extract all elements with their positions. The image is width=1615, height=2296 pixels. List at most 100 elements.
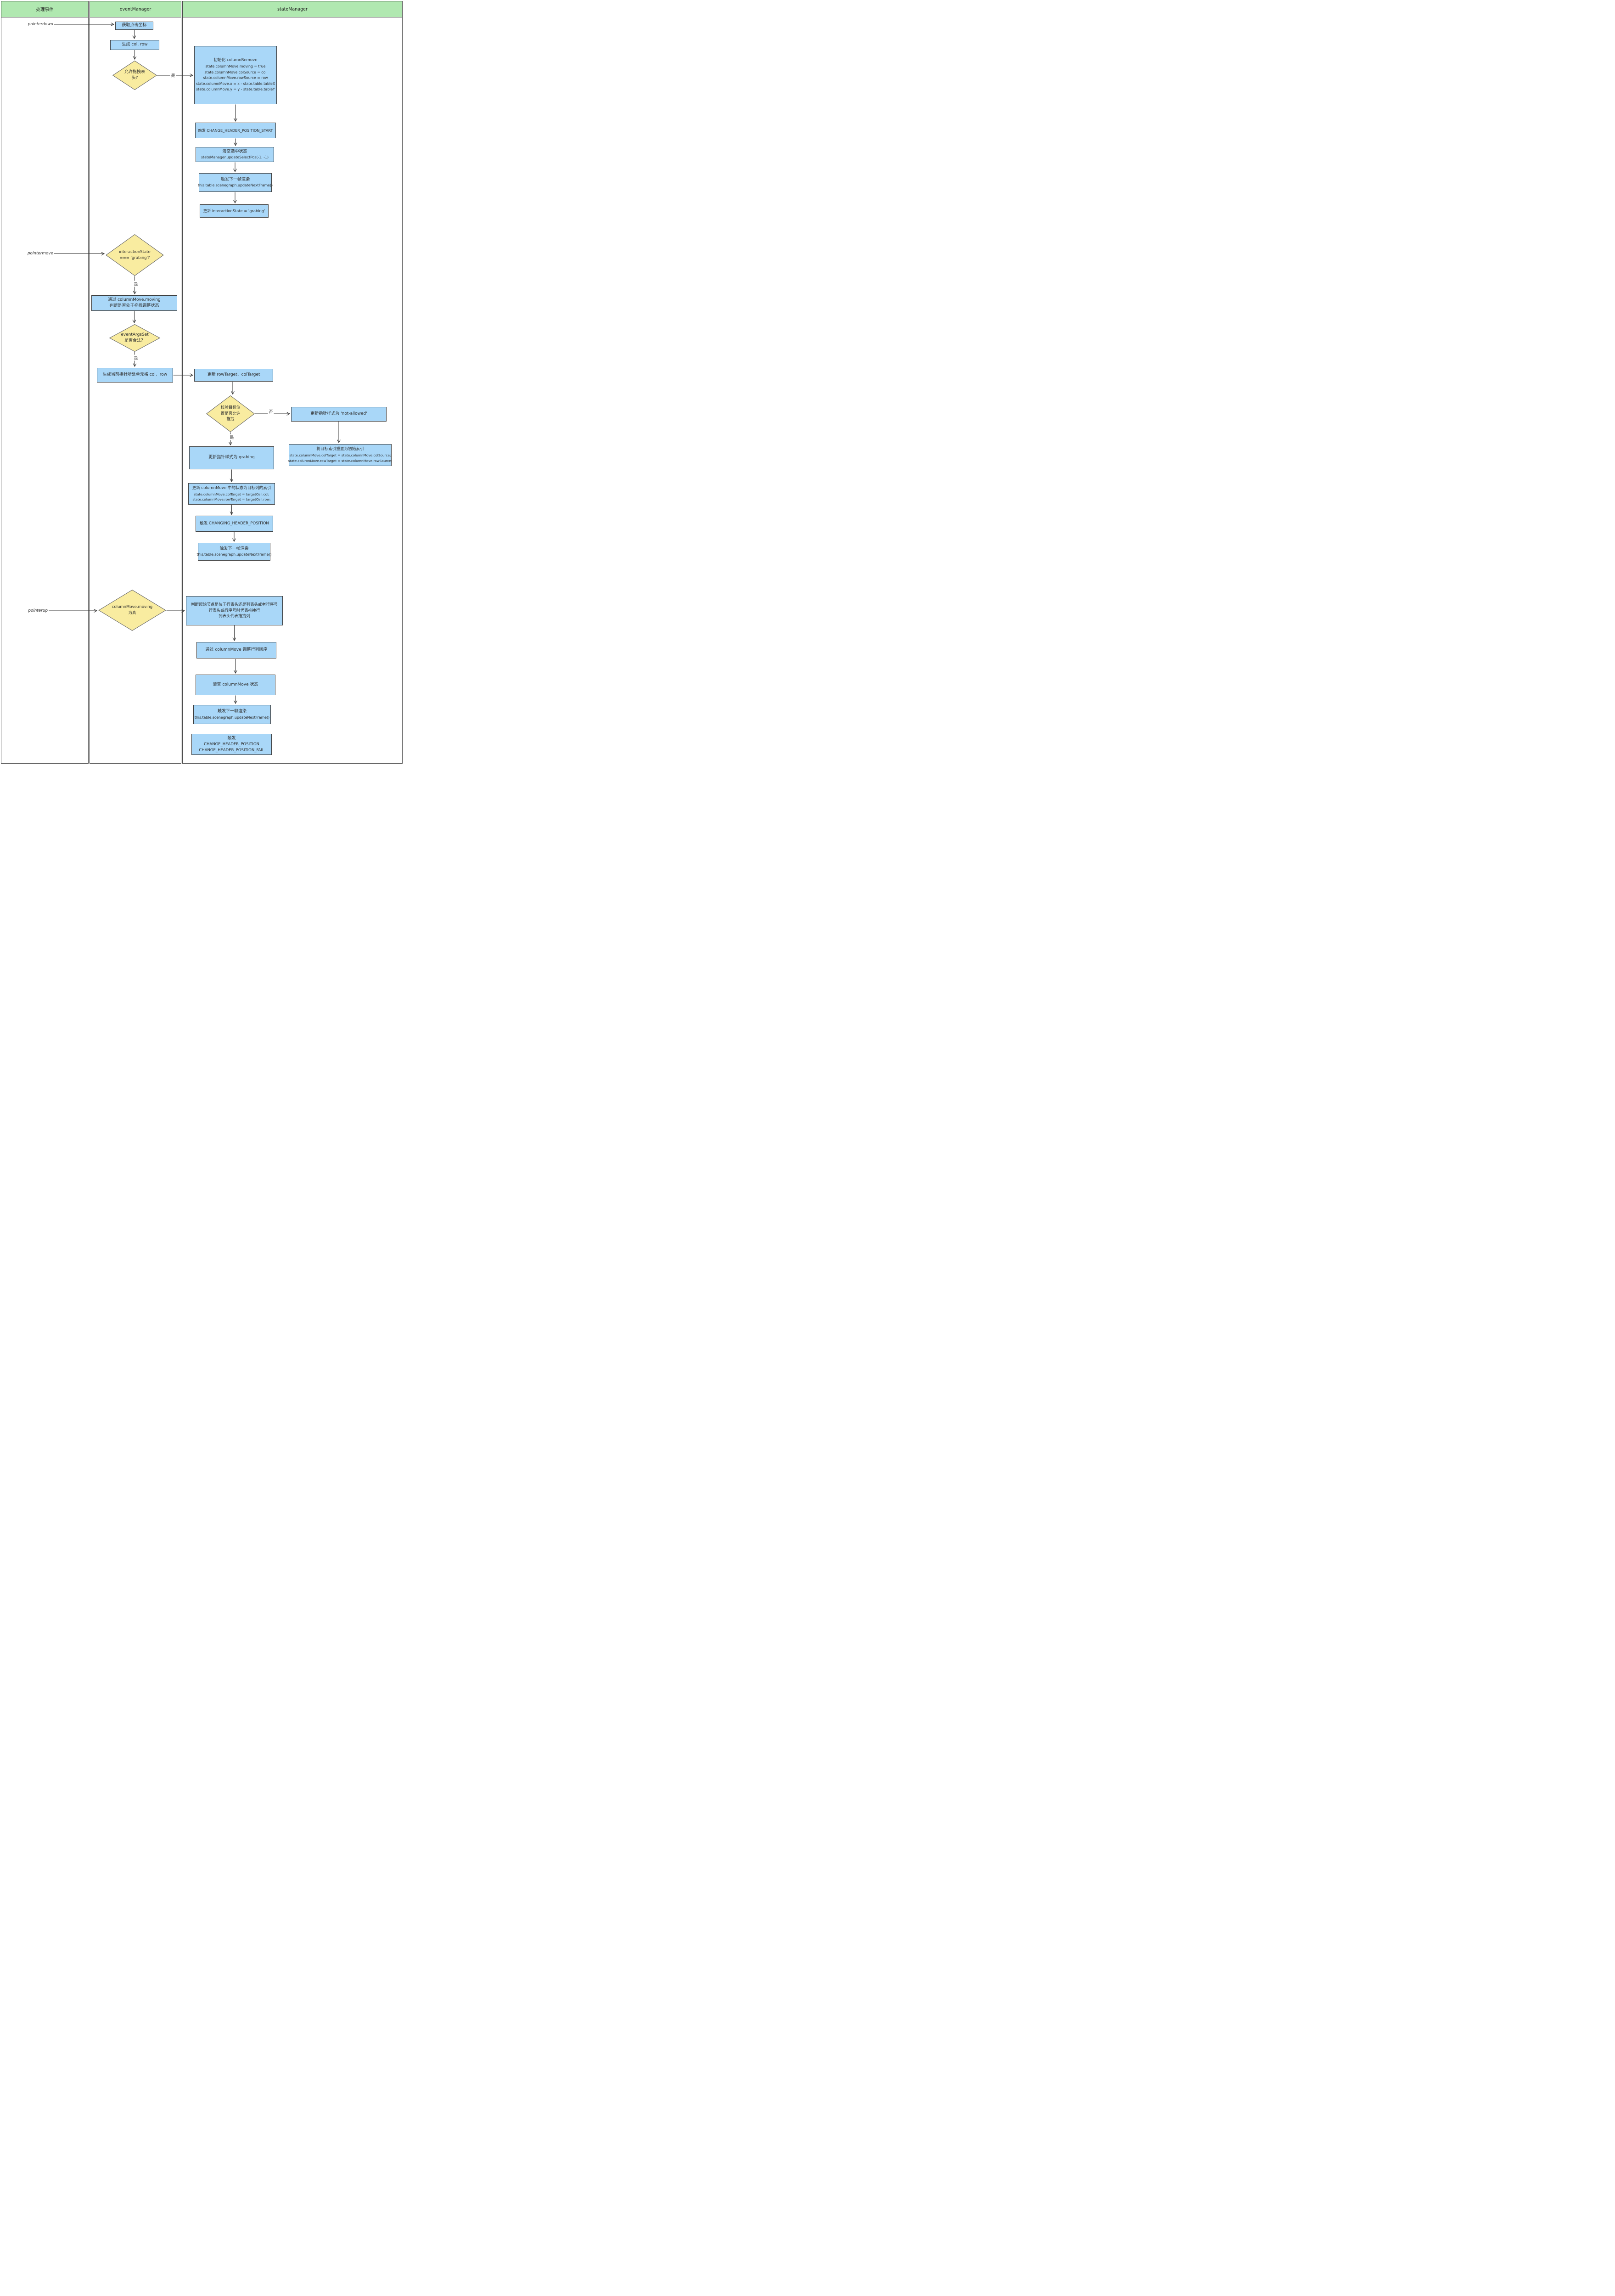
node-line: state.columnMove.moving = true <box>205 64 266 68</box>
diamond-shape <box>206 395 255 432</box>
decision-text: eventArgsSet 是否合法？ <box>121 332 149 344</box>
node-line: 初始化 columnRemove <box>213 57 258 62</box>
node-fire-change-header-position-start: 触发 CHANGE_HEADER_POSITION_START <box>195 123 276 138</box>
decision-allow-drag-header: 允许拖拽表 头? <box>112 61 157 90</box>
node-line: this.table.scenegraph.updateNextFrame() <box>196 552 272 557</box>
node-line: 头? <box>131 76 138 80</box>
node-get-click-pos: 获取点击坐标 <box>115 22 153 30</box>
node-line: CHANGE_HEADER_POSITION_FAIL <box>199 748 264 753</box>
node-line: interactionState <box>119 249 151 254</box>
event-label-pointermove: pointermove <box>27 251 53 256</box>
node-gen-pointer-cell: 生成当前指针所处单元格 col，row <box>97 368 173 383</box>
decision-text: 校验目标位 置是否允许 拖拽 <box>221 405 241 422</box>
node-line: 清空 columnMove 状态 <box>213 682 258 687</box>
node-line: === 'grabing'? <box>119 255 150 260</box>
event-label-pointerup: pointerup <box>28 608 48 613</box>
node-gen-col-row: 生成 col, row <box>110 40 159 50</box>
node-init-column-move: 初始化 columnRemove state.columnMove.moving… <box>194 46 277 104</box>
node-line: 生成 col, row <box>122 42 148 47</box>
node-line: 获取点击坐标 <box>122 23 147 28</box>
node-line: 通过 columnMove.moving <box>108 297 161 302</box>
node-update-row-col-target: 更新 rowTarget、colTarget <box>194 369 273 382</box>
node-update-next-frame-2: 触发下一帧渲染 this.table.scenegraph.updateNext… <box>196 543 272 561</box>
node-line: 触发下一帧渲染 <box>220 177 250 182</box>
node-fire-change-header-position: 触发 CHANGE_HEADER_POSITION CHANGE_HEADER_… <box>191 734 272 755</box>
node-adjust-order: 通过 columnMove 调整行列顺序 <box>196 642 276 658</box>
node-clear-select-state: 清空选中状态 stateManager.updateSelectPos(-1, … <box>196 147 274 162</box>
lane-handle-events: 处理事件 <box>1 1 89 764</box>
node-clear-column-move: 清空 columnMove 状态 <box>196 675 275 695</box>
node-line: 更新 rowTarget、colTarget <box>207 372 260 377</box>
node-line: 列表头代表拖拽列 <box>219 614 250 619</box>
node-line: 行表头或行序号时代表拖拽行 <box>208 608 260 613</box>
decision-event-args-valid: eventArgsSet 是否合法？ <box>109 324 160 352</box>
decision-column-move-moving-true: columnMove.moving 为真 <box>98 590 166 631</box>
node-line: this.table.scenegraph.updateNextFrame() <box>194 715 270 720</box>
node-line: 拖拽 <box>226 417 235 422</box>
lane-title-handle-events: 处理事件 <box>36 7 54 12</box>
node-line: 更新指针样式为 'not-allowed' <box>310 411 367 416</box>
node-line: state.columnMove.rowTarget = targetCell.… <box>192 497 271 502</box>
decision-check-target-allow: 校验目标位 置是否允许 拖拽 <box>206 395 255 432</box>
node-line: 生成当前指针所处单元格 col，row <box>102 372 168 377</box>
node-line: columnMove.moving <box>112 605 153 610</box>
node-update-column-move-target: 更新 columnMove 中的状态为目标列的索引 state.columnMo… <box>188 483 275 505</box>
node-line: 触发下一帧渲染 <box>219 546 249 551</box>
node-line: 触发 <box>227 736 236 741</box>
diamond-shape <box>98 590 166 631</box>
flowchart-canvas: 处理事件 eventManager stateManager <box>0 0 404 766</box>
lane-state-manager: stateManager <box>182 1 403 764</box>
node-cursor-grabing: 更新指针样式为 grabing <box>189 446 274 469</box>
node-update-next-frame-1: 触发下一帧渲染 this.table.scenegraph.updateNext… <box>197 173 273 192</box>
diamond-shape <box>112 61 157 90</box>
node-check-column-move-moving: 通过 columnMove.moving 判断是否处于拖拽调整状态 <box>91 295 177 311</box>
decision-text: columnMove.moving 为真 <box>112 604 152 616</box>
node-line: 允许拖拽表 <box>124 69 145 74</box>
node-line: stateManager.updateSelectPos(-1, -1) <box>201 155 269 160</box>
node-fire-changing-header-position: 触发 CHANGING_HEADER_POSITION <box>196 516 273 532</box>
node-line: this.table.scenegraph.updateNextFrame() <box>197 183 273 188</box>
node-line: 置是否允许 <box>220 411 241 416</box>
event-label-pointerdown: pointerdown <box>28 22 53 27</box>
decision-text: interactionState === 'grabing'? <box>119 249 150 261</box>
node-line: eventArgsSet <box>121 332 149 337</box>
node-line: CHANGE_HEADER_POSITION <box>204 742 259 747</box>
node-reset-target-index: 将目标索引重置为初始索引 state.columnMove.colTarget … <box>288 444 393 466</box>
lane-header-event-manager: eventManager <box>90 1 181 17</box>
node-line: 通过 columnMove 调整行列顺序 <box>205 647 268 653</box>
decision-interaction-state-grabing: interactionState === 'grabing'? <box>106 234 164 276</box>
node-line: 更新 interactionState = 'grabing' <box>203 208 265 214</box>
decision-text: 允许拖拽表 头? <box>124 69 145 82</box>
node-line: state.columnMove.colSource = col <box>204 70 267 74</box>
node-line: 将目标索引重置为初始索引 <box>316 447 364 452</box>
edge-label-yes: 是 <box>133 281 139 287</box>
node-line: state.columnMove.rowTarget = state.colum… <box>288 458 393 463</box>
node-judge-start-node: 判断起始节点是位于行表头还是列表头或者行序号 行表头或行序号时代表拖拽行 列表头… <box>186 596 283 625</box>
edge-label-yes: 是 <box>229 434 235 440</box>
node-line: 判断起始节点是位于行表头还是列表头或者行序号 <box>191 602 278 607</box>
node-line: 更新指针样式为 grabing <box>208 455 255 460</box>
node-cursor-not-allowed: 更新指针样式为 'not-allowed' <box>291 407 387 422</box>
node-line: 清空选中状态 <box>222 149 247 154</box>
node-line: state.columnMove.rowSource = row <box>203 76 268 80</box>
diamond-shape <box>109 324 160 352</box>
node-update-next-frame-3: 触发下一帧渲染 this.table.scenegraph.updateNext… <box>193 705 271 724</box>
node-line: 触发 CHANGE_HEADER_POSITION_START <box>198 128 273 133</box>
edge-label-yes: 是 <box>133 355 139 361</box>
diamond-shape <box>106 234 164 276</box>
node-line: state.columnMove.y = y - state.table.tab… <box>196 87 275 92</box>
lane-header-handle-events: 处理事件 <box>1 1 88 17</box>
node-line: state.columnMove.colTarget = state.colum… <box>289 453 391 458</box>
node-line: state.columnMove.colTarget = targetCell.… <box>194 492 269 496</box>
edge-label-yes: 是 <box>170 72 176 79</box>
node-line: 是否合法？ <box>124 338 145 343</box>
node-line: 触发 CHANGING_HEADER_POSITION <box>200 521 269 526</box>
node-line: 触发下一帧渲染 <box>217 709 247 714</box>
lane-title-state-manager: stateManager <box>277 6 308 12</box>
lane-header-state-manager: stateManager <box>183 1 402 17</box>
node-update-interaction-state: 更新 interactionState = 'grabing' <box>200 204 269 218</box>
node-line: 更新 columnMove 中的状态为目标列的索引 <box>192 485 271 490</box>
lane-title-event-manager: eventManager <box>119 6 151 12</box>
node-line: 判断是否处于拖拽调整状态 <box>109 304 159 308</box>
node-line: 校验目标位 <box>220 405 241 410</box>
